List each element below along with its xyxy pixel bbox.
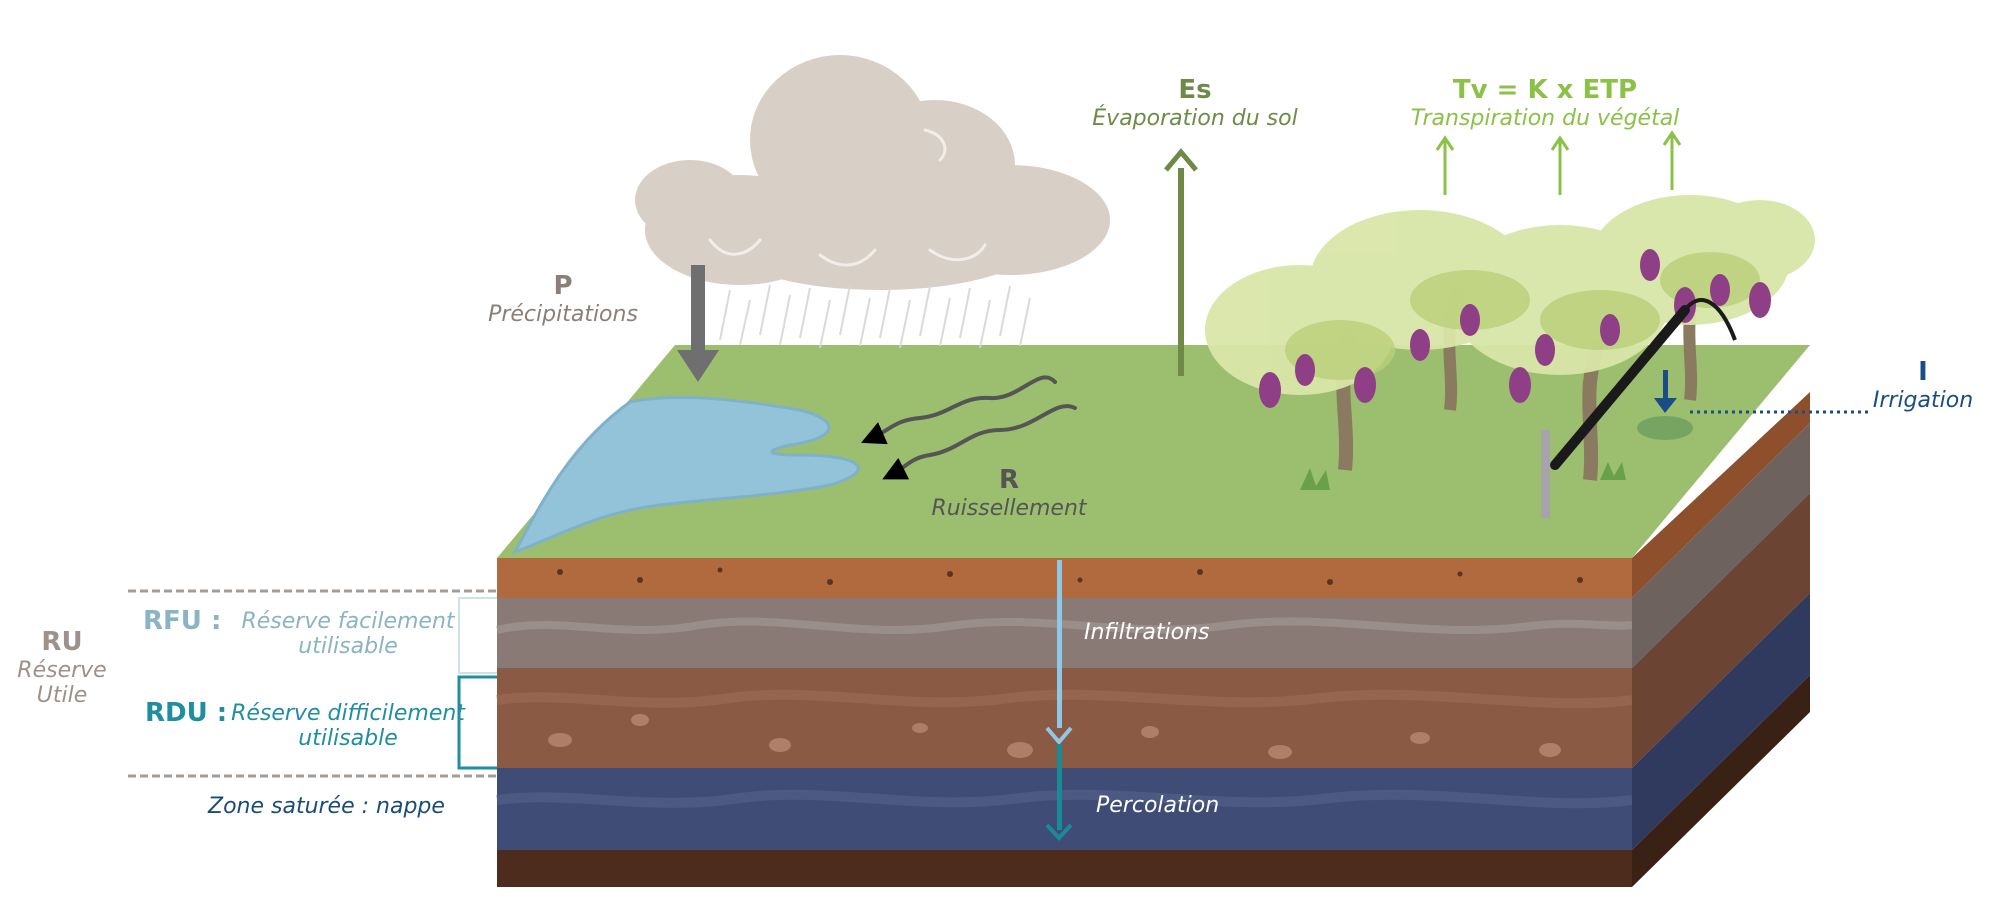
- pond: [511, 395, 860, 555]
- ru-label: RU Réserve Utile: [17, 627, 107, 709]
- rdu-line1: Réserve difficilement: [231, 701, 465, 726]
- pebbles: [548, 714, 1561, 759]
- infiltration-label: Infiltrations: [1084, 620, 1210, 645]
- runoff-label: R Ruissellement: [931, 465, 1087, 521]
- cloud-highlights: [708, 128, 987, 267]
- precipitation-symbol: P: [553, 271, 573, 301]
- infiltration-arrow: [1045, 560, 1073, 746]
- grass-surface: [497, 345, 1810, 558]
- transpiration-symbol: Tv = K x ETP: [1452, 75, 1638, 105]
- runoff-text: Ruissellement: [931, 495, 1087, 521]
- rdu-label: Réserve difficilement utilisable: [231, 701, 465, 752]
- aquifer-strata: [496, 789, 1633, 809]
- runoff-arrows: [861, 375, 1077, 480]
- evaporation-label: Es Évaporation du sol: [1092, 75, 1298, 131]
- rdu-symbol: RDU :: [145, 698, 228, 728]
- ru-line1: Réserve: [17, 657, 107, 683]
- evaporation-text: Évaporation du sol: [1092, 105, 1298, 131]
- layer-brackets: [128, 589, 497, 778]
- ru-line2: Utile: [36, 683, 88, 709]
- bedrock-layer: [497, 850, 1632, 887]
- transpiration-text: Transpiration du végétal: [1410, 105, 1680, 131]
- irrigation-arrow: [1654, 370, 1872, 414]
- transpiration-label: Tv = K x ETP Transpiration du végétal: [1410, 75, 1680, 131]
- irrigation-symbol: I: [1918, 357, 1928, 387]
- precipitation-arrow: [677, 265, 719, 382]
- topsoil-layer: [497, 558, 1632, 598]
- vine-plants: [1205, 195, 1815, 490]
- irrigation-label: I Irrigation: [1872, 357, 1974, 413]
- precipitation-label: P Précipitations: [488, 271, 638, 327]
- rfu-line1: Réserve facilement: [241, 609, 455, 634]
- topsoil-dots: [557, 567, 1583, 585]
- soil-block-side: [1632, 392, 1810, 887]
- rdu-strata: [496, 689, 1633, 709]
- rdu-line2: utilisable: [298, 726, 398, 752]
- ru-symbol: RU: [41, 627, 83, 657]
- soil-block-front: [496, 558, 1633, 887]
- percolation-label: Percolation: [1096, 793, 1220, 818]
- rfu-symbol: RFU :: [143, 606, 222, 636]
- cloud: [635, 55, 1110, 290]
- precipitation-text: Précipitations: [488, 301, 638, 327]
- aquifer-layer: [497, 768, 1632, 850]
- evaporation-arrow: [1164, 148, 1198, 376]
- runoff-symbol: R: [998, 465, 1020, 495]
- transpiration-arrows: [1435, 130, 1682, 195]
- irrigation-device: [1541, 298, 1737, 518]
- rdu-layer: [497, 668, 1632, 768]
- saturated-zone-label: Zone saturée : nappe: [208, 794, 445, 819]
- rfu-label: Réserve facilement utilisable: [241, 609, 454, 660]
- evaporation-symbol: Es: [1178, 75, 1212, 105]
- irrigation-text: Irrigation: [1872, 387, 1974, 413]
- rain-streaks: [719, 284, 1031, 349]
- rfu-line2: utilisable: [298, 634, 398, 660]
- percolation-arrow: [1045, 744, 1073, 841]
